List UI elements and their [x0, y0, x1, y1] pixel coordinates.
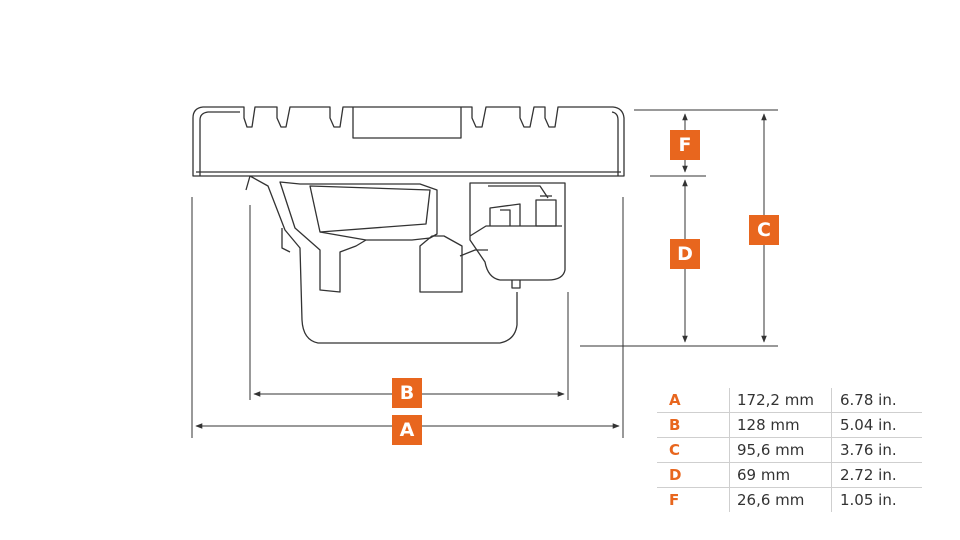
dimension-label: A — [657, 388, 730, 413]
dimension-mm: 26,6 mm — [729, 487, 832, 512]
table-row: F 26,6 mm 1.05 in. — [657, 487, 922, 512]
dimension-badge-c: C — [749, 215, 779, 245]
dimension-mm: 128 mm — [729, 412, 832, 438]
dimension-inch: 2.72 in. — [831, 462, 922, 488]
dimension-label: B — [657, 412, 730, 438]
dimension-inch: 5.04 in. — [831, 412, 922, 438]
dimension-badge-b: B — [392, 378, 422, 408]
table-row: B 128 mm 5.04 in. — [657, 412, 922, 438]
table-row: A 172,2 mm 6.78 in. — [657, 388, 922, 413]
dimension-inch: 6.78 in. — [831, 388, 922, 413]
dimension-badge-a: A — [392, 415, 422, 445]
dimension-mm: 172,2 mm — [729, 388, 832, 413]
dimension-inch: 3.76 in. — [831, 437, 922, 463]
dimension-spec-table: A 172,2 mm 6.78 in. B 128 mm 5.04 in. C … — [657, 388, 922, 512]
dimension-badge-f: F — [670, 130, 700, 160]
dimension-label: C — [657, 437, 730, 463]
speaker-outline — [192, 106, 625, 344]
table-row: D 69 mm 2.72 in. — [657, 462, 922, 488]
table-row: C 95,6 mm 3.76 in. — [657, 437, 922, 463]
dimension-label: F — [669, 491, 680, 509]
dimension-label: D — [657, 462, 730, 488]
dimension-mm: 69 mm — [729, 462, 832, 488]
dimension-badge-d: D — [670, 239, 700, 269]
dimension-mm: 95,6 mm — [729, 437, 832, 463]
dimension-inch: 1.05 in. — [831, 487, 922, 512]
